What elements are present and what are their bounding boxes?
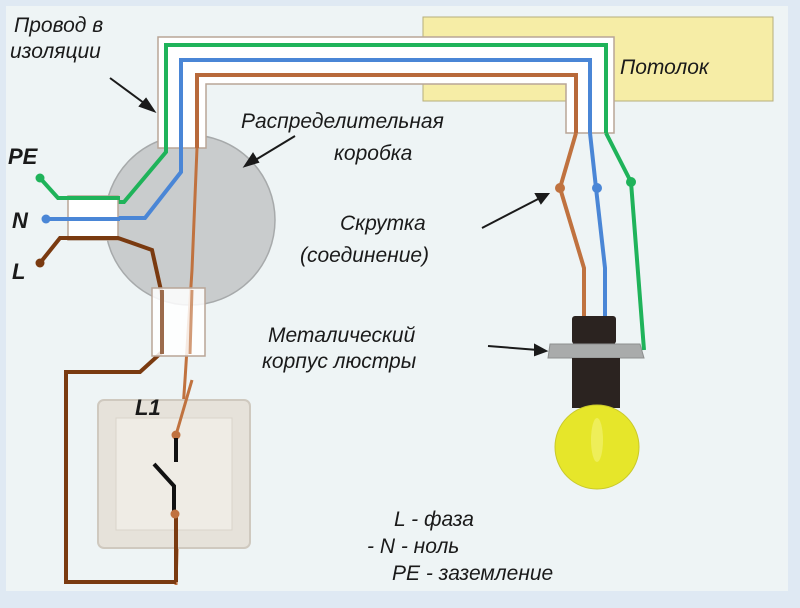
switch-symbol-lever (152, 462, 176, 512)
switch-terminal-block (151, 287, 206, 357)
n-wire-cable (179, 58, 592, 148)
bulb-highlight (591, 418, 603, 462)
l-input-dot (35, 258, 45, 268)
body-arrowhead (534, 343, 549, 357)
switched-wire-through-block (188, 289, 194, 355)
junction-box-label-line1: Распределительная (241, 110, 444, 133)
pe-twist-dot (626, 177, 636, 187)
terminal-l-label: L (12, 259, 25, 284)
legend: L - фаза - N - ноль PE - заземление (367, 508, 553, 585)
insulation-label-line2: изоляции (10, 40, 101, 63)
n-twist-dot (592, 183, 602, 193)
junction-box-label-line2: коробка (334, 142, 412, 165)
pe-input-dot (35, 173, 45, 183)
twist-arrow (481, 197, 541, 229)
metal-body-plate (547, 343, 645, 359)
box-arrowhead (242, 152, 260, 168)
body-arrow (487, 345, 539, 351)
pe-wire-cable (164, 43, 608, 148)
terminal-pe-label: PE (8, 144, 39, 169)
switch-contact-top (171, 430, 181, 440)
insulation-arrow (109, 77, 149, 107)
switch-label: L1 (135, 395, 161, 420)
legend-item-l: L - фаза (394, 508, 474, 531)
cable-sheath (157, 36, 615, 149)
pe-input-wire (38, 176, 120, 200)
switch-contact-bottom (170, 509, 180, 519)
l-wire-lamp (557, 132, 586, 320)
ceiling-label: Потолок (620, 56, 710, 79)
terminal-n-label: N (12, 208, 29, 233)
legend-item-pe: PE - заземление (392, 562, 553, 585)
twist-arrowhead (534, 193, 551, 205)
n-input-dot (41, 214, 51, 224)
legend-item-n: - N - ноль (367, 535, 459, 558)
chandelier-body-label-line1: Металический (268, 324, 416, 347)
box-arrow (251, 135, 296, 163)
insulation-arrowhead (138, 97, 157, 113)
socket-body (572, 358, 620, 408)
n-wire-lamp (588, 132, 607, 320)
l-wire-cable (195, 73, 578, 148)
twist-label-line1: Скрутка (340, 212, 426, 235)
l-twist-dot (555, 183, 565, 193)
chandelier-body-label-line2: корпус люстры (262, 350, 417, 373)
twist-label-line2: (соединение) (300, 244, 429, 267)
insulation-label-line1: Провод в (14, 14, 103, 37)
chandelier (547, 316, 645, 490)
socket-top (572, 316, 616, 344)
switched-wire-top (174, 379, 194, 436)
